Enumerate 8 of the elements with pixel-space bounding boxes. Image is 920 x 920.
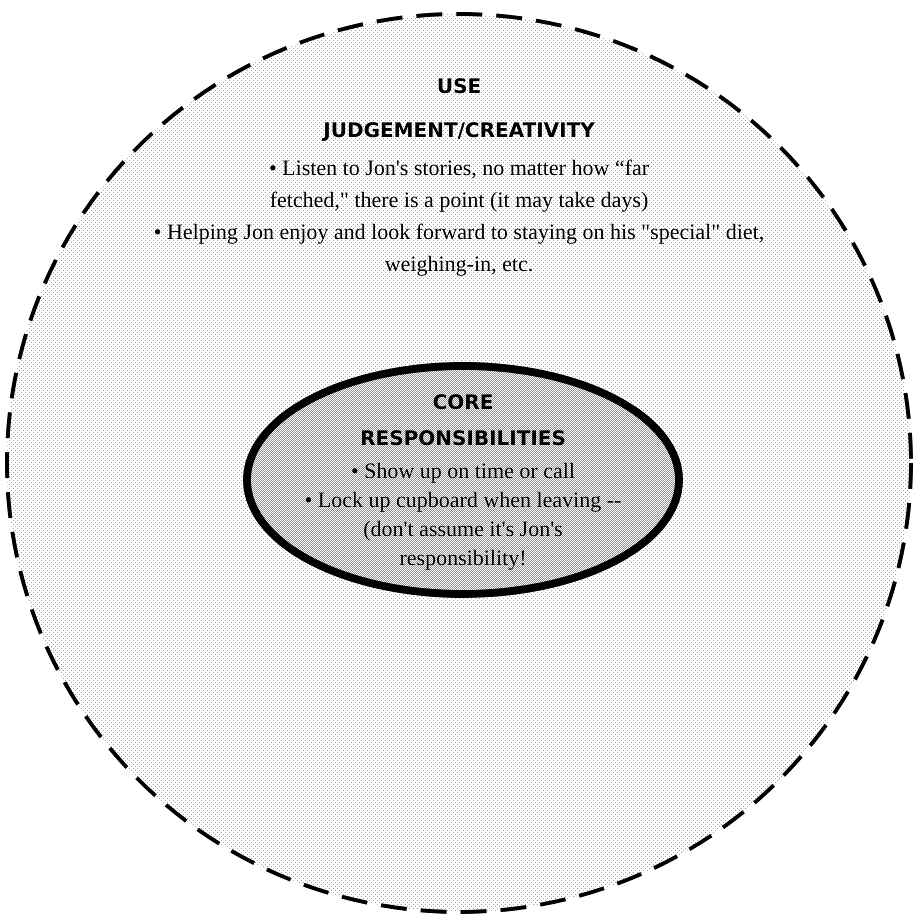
bullet-text: • Helping Jon enjoy and look forward to staying on his "special" diet, weighing-in, etc. [152, 218, 766, 278]
bullet-text: • Listen to Jon's stories, no matter how “far fetched," there is a point (it may take days) [268, 154, 650, 214]
bullet-text: • Show up on time or call [350, 457, 576, 485]
outer-dashed-circle [5, 12, 913, 914]
heading: CORE RESPONSIBILITIES [359, 389, 567, 452]
heading: USE JUDGEMENT/CREATIVITY [321, 73, 596, 144]
inner-ellipse [243, 362, 683, 598]
bullet-text: • Lock up cupboard when leaving -- (don't assume it's Jon's responsibility! [304, 486, 622, 572]
